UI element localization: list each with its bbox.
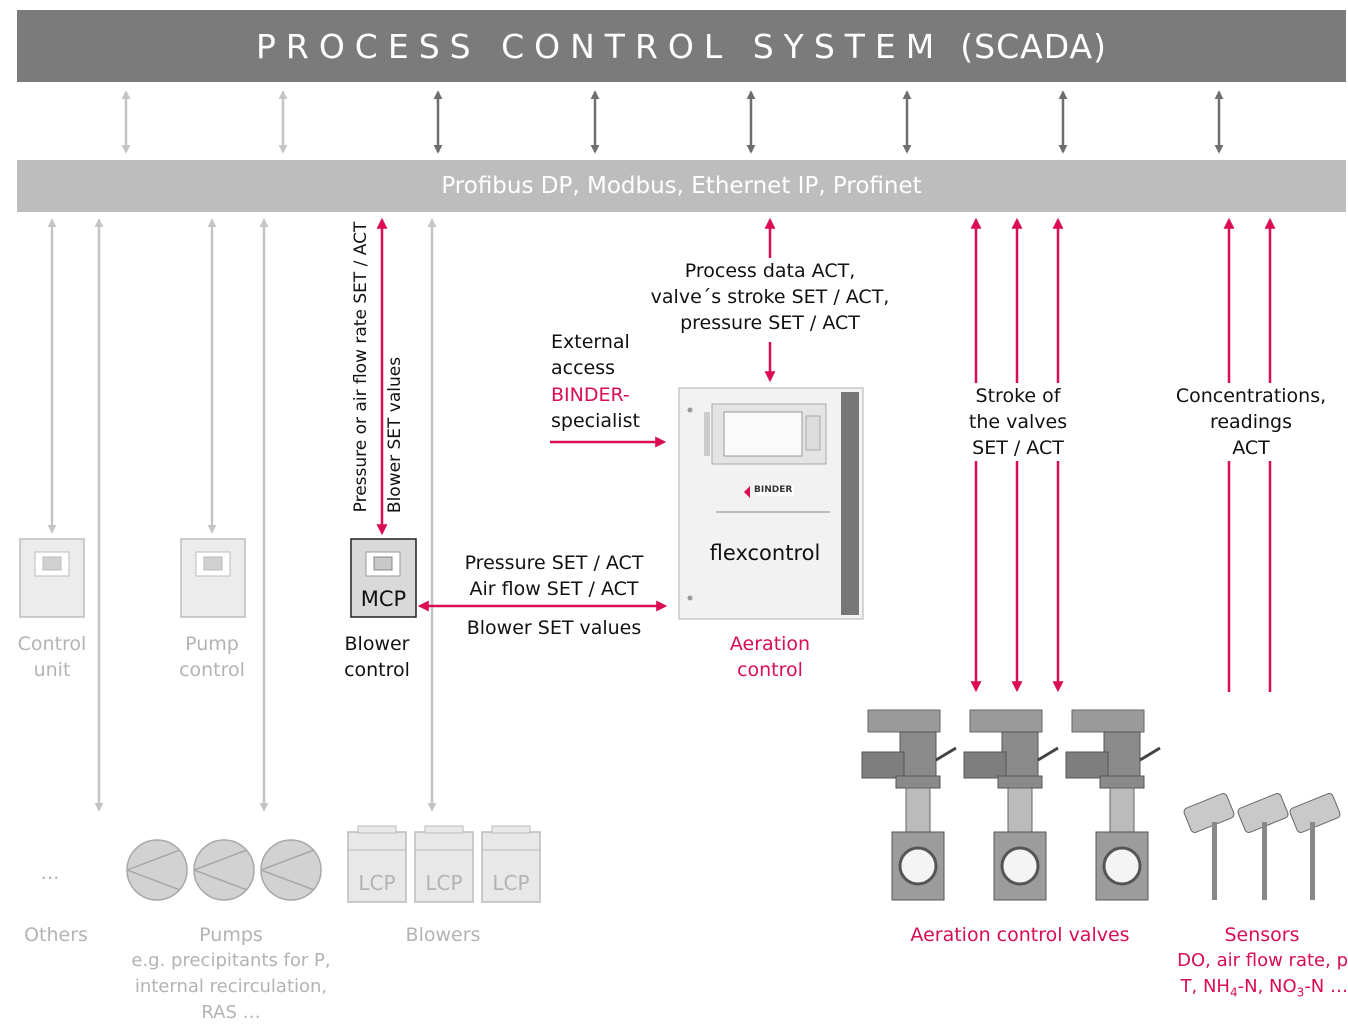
aeration-valves-label: Aeration control valves	[910, 924, 1130, 946]
pumps-description: e.g. precipitants for P, internal recirc…	[131, 950, 331, 1023]
valve-icon	[1065, 709, 1161, 901]
mcp-blower-set-label: Blower SET values	[466, 617, 642, 639]
process-data-label: Process data ACT, valve´s stroke SET / A…	[650, 260, 890, 334]
sensor-icon	[1183, 793, 1235, 900]
lcp-label: LCP	[492, 871, 530, 895]
mcp-box-label: MCP	[360, 587, 407, 611]
gray-device-arrows	[47, 218, 437, 812]
pump-icon	[126, 839, 188, 901]
valve-icon	[963, 709, 1059, 901]
control-unit-box	[19, 538, 85, 618]
blower-control-label: Blower control	[344, 633, 410, 681]
pump-control-label: Pump control	[179, 633, 245, 681]
blowers-graphic	[347, 825, 541, 903]
blowers-label: Blowers	[405, 924, 481, 946]
aeration-control-label: Aeration control	[729, 633, 811, 681]
lcp-label: LCP	[425, 871, 463, 895]
binder-logo: BINDER	[754, 485, 793, 495]
mcp-box	[350, 538, 417, 618]
valves-graphic	[861, 709, 1161, 901]
binder-specialist-label: BINDER- specialist	[551, 384, 640, 432]
others-label: Others	[24, 924, 88, 946]
others-ellipsis: …	[40, 862, 60, 884]
lcp-label: LCP	[358, 871, 396, 895]
fieldbus-bar: Profibus DP, Modbus, Ethernet IP, Profin…	[17, 160, 1346, 212]
scada-bus-arrows	[121, 90, 1224, 154]
flexcontrol-name: flexcontrol	[709, 541, 821, 565]
sensor-icon	[1237, 793, 1289, 900]
pump-icon	[193, 839, 255, 901]
flexcontrol-cabinet	[678, 387, 864, 620]
concentrations-label: Concentrations, readings ACT	[1166, 383, 1336, 461]
pump-control-box	[180, 538, 246, 618]
stroke-label: Stroke of the valves SET / ACT	[938, 383, 1098, 461]
sensor-icon	[1289, 793, 1341, 900]
valve-icon	[861, 709, 957, 901]
mcp-link-label: Pressure SET / ACT Air flow SET / ACT	[464, 552, 644, 600]
scada-title: PROCESS CONTROL SYSTEM	[256, 26, 945, 66]
scada-suffix: (SCADA)	[960, 26, 1107, 66]
sensors-description: DO, air flow rate, p T, NH4-N, NO3-N …	[1177, 950, 1348, 1000]
fieldbus-label: Profibus DP, Modbus, Ethernet IP, Profin…	[441, 173, 922, 199]
pump-icon	[260, 839, 322, 901]
sensors-graphic	[1183, 793, 1341, 900]
scada-header: PROCESS CONTROL SYSTEM (SCADA)	[17, 10, 1346, 82]
pumps-graphic	[126, 839, 322, 901]
control-unit-label: Control unit	[17, 633, 87, 681]
external-access-label: External access	[551, 331, 630, 379]
mcp-vertical-label-1: Pressure or air flow rate SET / ACT	[351, 221, 371, 513]
sensors-label: Sensors	[1224, 924, 1300, 946]
pumps-label: Pumps	[199, 924, 263, 946]
mcp-vertical-label-2: Blower SET values	[385, 356, 405, 514]
